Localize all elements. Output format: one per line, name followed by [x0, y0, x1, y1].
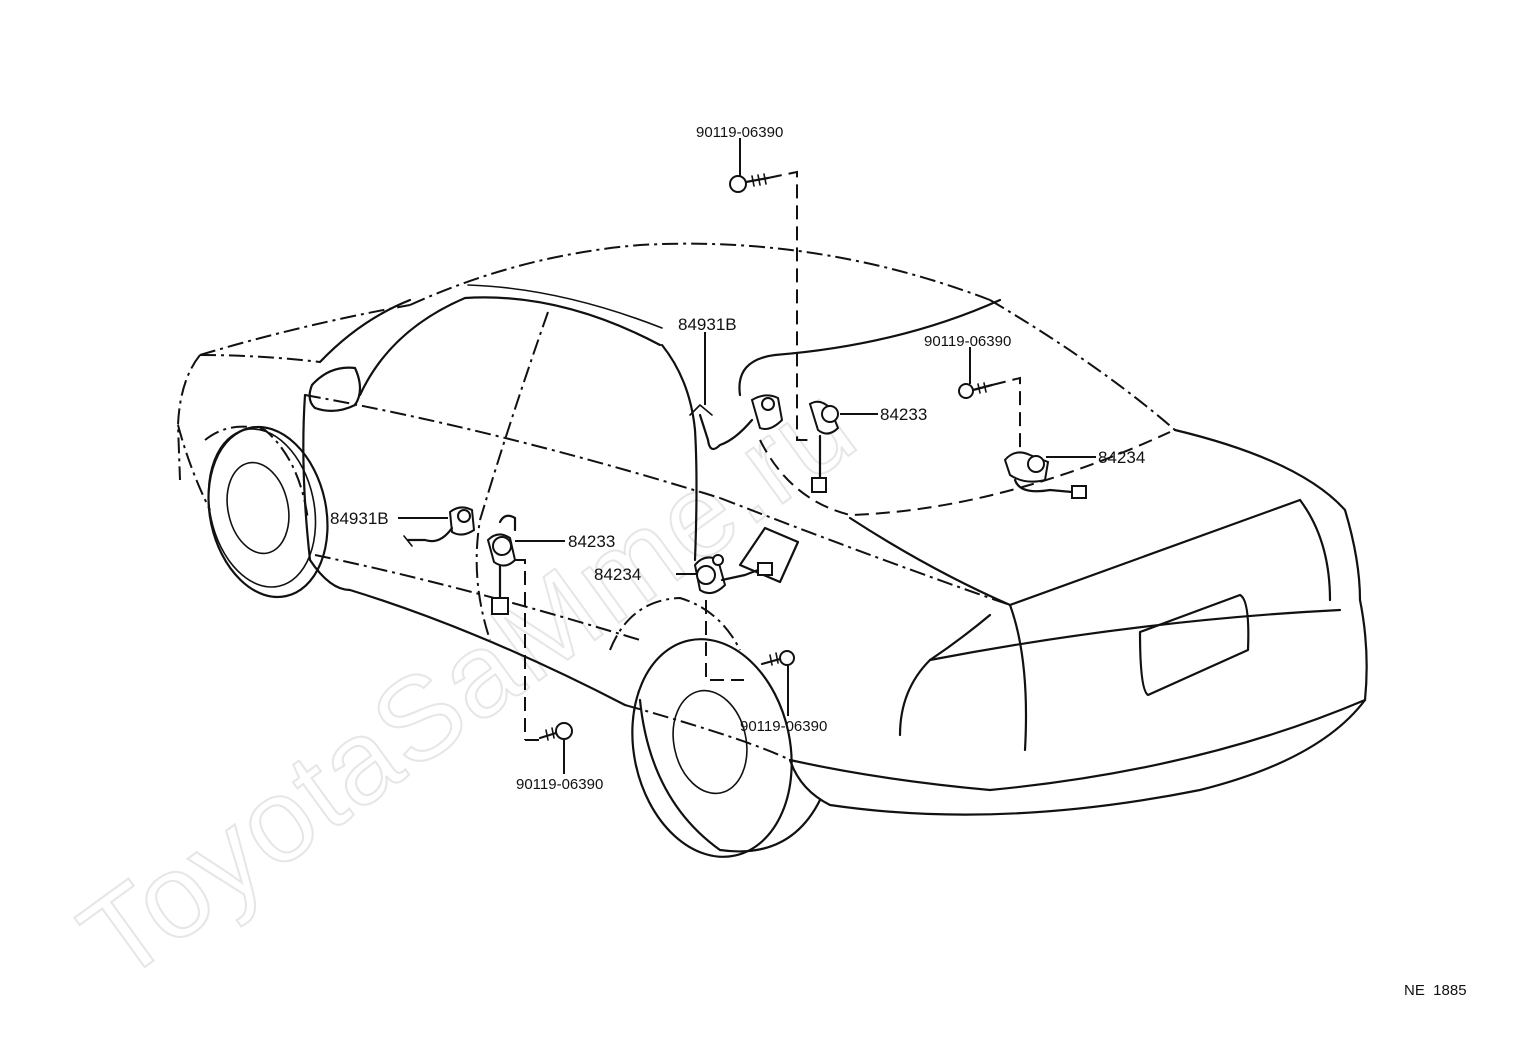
screw-top-icon — [729, 173, 770, 193]
label-switch-rear-upper: 84233 — [880, 405, 927, 424]
screw-center-lower-icon — [760, 650, 795, 666]
screw-right-icon — [958, 382, 994, 399]
door-switch-front-lower-icon — [486, 514, 517, 615]
label-switch-rear-right: 84234 — [1098, 448, 1145, 467]
courtesy-lamp-lower-icon — [403, 506, 476, 547]
label-switch-center-lower: 84234 — [594, 565, 641, 584]
door-switch-rear-right-icon — [1003, 451, 1087, 499]
door-switch-rear-upper-icon — [808, 400, 840, 493]
watermark: ToyotaSaMme.ru — [58, 359, 880, 1007]
label-screw-top: 90119-06390 — [696, 124, 783, 141]
car-body — [176, 242, 1368, 858]
label-lamp-front-upper: 84931B — [678, 315, 737, 334]
label-screw-center-lower: 90119-06390 — [740, 718, 827, 735]
label-switch-front-lower: 84233 — [568, 532, 615, 551]
courtesy-lamp-upper-icon — [689, 394, 784, 451]
screw-bottom-icon — [538, 722, 573, 741]
label-lamp-front-lower: 84931B — [330, 509, 389, 528]
label-screw-right: 90119-06390 — [924, 333, 1011, 350]
label-screw-bottom: 90119-06390 — [516, 776, 603, 793]
door-switch-center-lower-icon — [693, 554, 773, 595]
figure-code: NE 1885 — [1404, 982, 1467, 999]
